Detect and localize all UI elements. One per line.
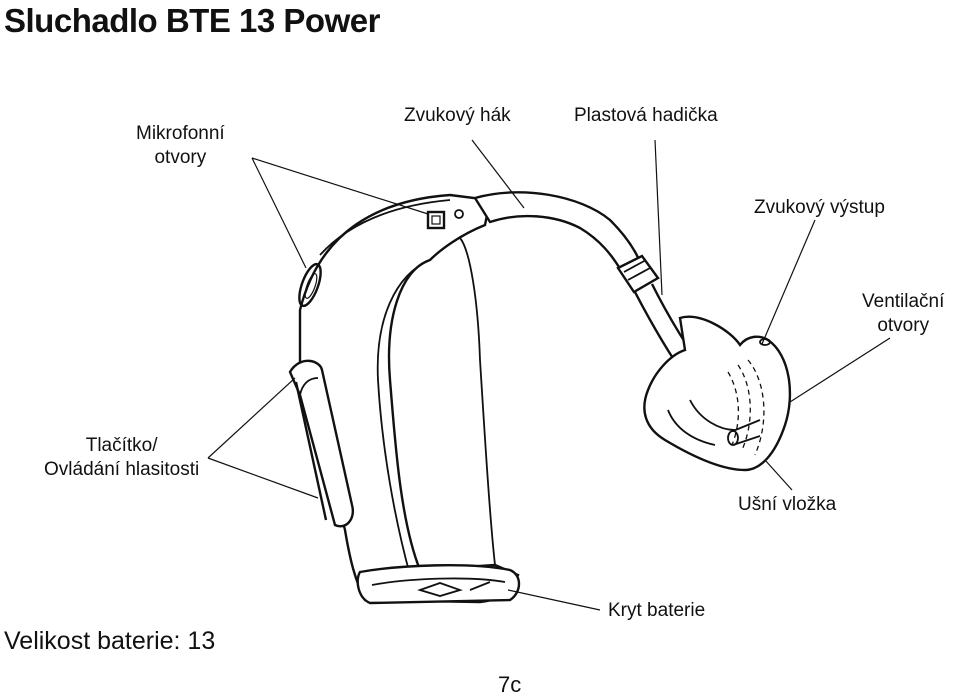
microphone-opening-square: [426, 210, 446, 230]
label-vent-openings-line1: Ventilační: [862, 291, 945, 312]
volume-button: [288, 359, 355, 528]
hearing-aid-body: [298, 193, 520, 604]
battery-size-text: Velikost baterie: 13: [4, 627, 216, 655]
label-earmold: Ušní vložka: [738, 494, 837, 515]
earmold: [643, 315, 792, 472]
label-vent-openings: Ventilační otvory: [862, 290, 944, 338]
microphone-opening-circle: [454, 209, 464, 219]
label-vent-openings-line2: otvory: [877, 314, 930, 336]
page-number: 7c: [498, 672, 522, 697]
label-battery-cover: Kryt baterie: [608, 600, 706, 621]
page-title: Sluchadlo BTE 13 Power: [4, 2, 380, 39]
label-sound-outlet: Zvukový výstup: [754, 197, 885, 218]
label-microphone-openings-line2: otvory: [154, 146, 207, 168]
label-microphone-openings: Mikrofonní otvory: [136, 122, 225, 170]
sound-hook: [473, 191, 642, 274]
label-volume-button-line1: Tlačítko/: [85, 435, 158, 456]
label-plastic-tube: Plastová hadička: [574, 105, 718, 126]
label-volume-button-line2: Ovládání hlasitosti: [44, 458, 200, 480]
label-sound-hook: Zvukový hák: [404, 105, 511, 126]
label-microphone-openings-line1: Mikrofonní: [136, 123, 225, 144]
label-volume-button: Tlačítko/ Ovládání hlasitosti: [44, 434, 199, 482]
